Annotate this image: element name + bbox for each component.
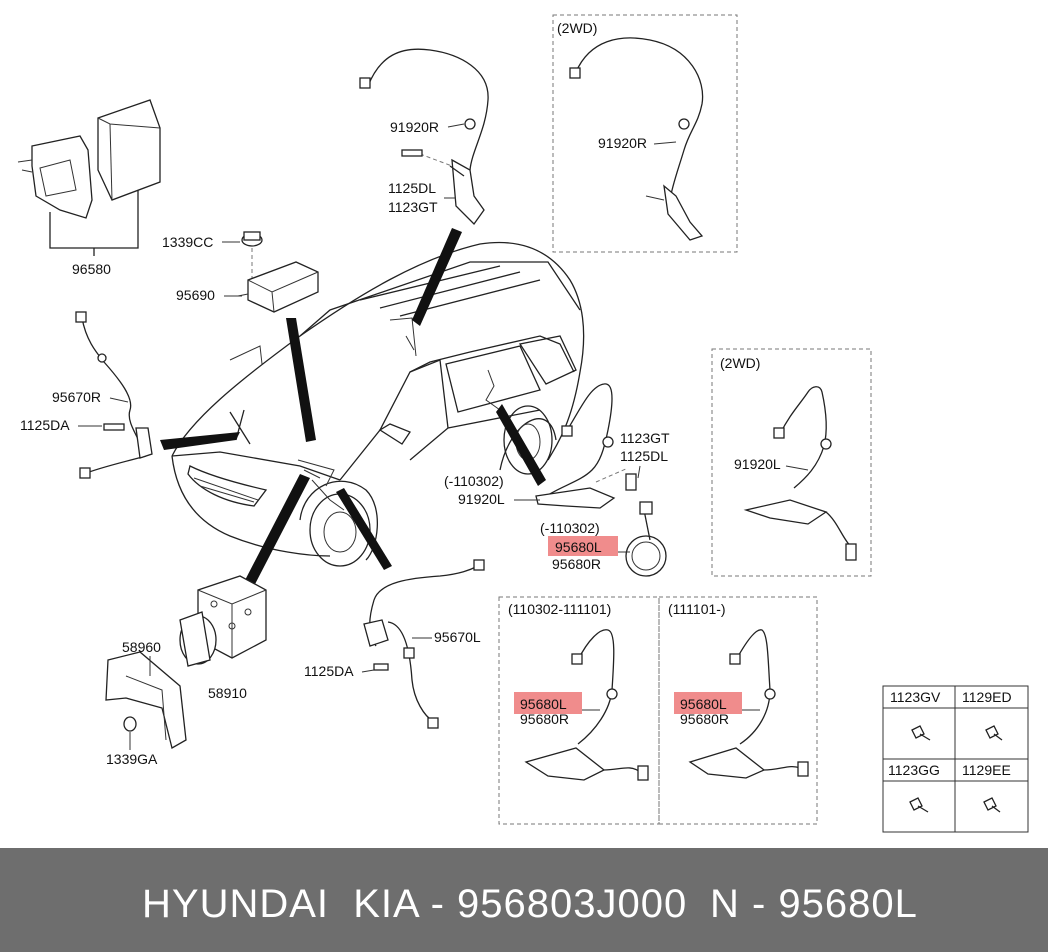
table-header-1123GV: 1123GV [890,689,941,705]
label-1125DA-bottom: 1125DA [304,663,354,679]
label-95680L-mid: 95680L [555,539,602,555]
inset-range-b-part-l: 95680L [680,696,727,712]
label-1339CC: 1339CC [162,234,213,250]
inset-range-b-title: (111101-) [668,601,726,617]
highlight-95680L-range-a [514,692,582,714]
label-1339GA: 1339GA [106,751,158,767]
inset-2wd-right [711,348,872,577]
label-1123GT-top: 1123GT [388,199,438,215]
inset-2wd-top-title: (2WD) [557,20,597,36]
label-58910: 58910 [208,685,247,701]
bolt-icon [909,797,929,813]
footer-bar: HYUNDAI KIA - 956803J000 N - 95680L [0,848,1048,952]
bolt-icon [983,797,1001,813]
parts-diagram: 96580 1339CC 95690 91920R 1125DL 1123GT … [17,14,1029,833]
label-1123GT-mid: 1123GT [620,430,670,446]
label-95670R: 95670R [52,389,101,405]
label-95680R-mid: 95680R [552,556,601,572]
label-1125DA-left: 1125DA [20,417,70,433]
label-1125DL-top: 1125DL [388,180,436,196]
label-date-110302-a: (-110302) [444,473,504,489]
label-95690: 95690 [176,287,215,303]
sensor-91920L-and-ring-95680 [535,383,667,577]
label-date-110302-b: (-110302) [540,520,600,536]
bracket-58960 [105,651,187,749]
label-91920R-top: 91920R [390,119,439,135]
footer-oem-code: N - 95680L [710,882,918,926]
inset-2wd-right-part: 91920L [734,456,781,472]
inset-range-b-part-r: 95680R [680,711,729,727]
table-header-1123GG: 1123GG [888,762,940,778]
sensor-95690 [237,231,319,313]
sensor-95670L [363,559,485,729]
table-header-1129ED: 1129ED [962,689,1012,705]
footer-part-number: HYUNDAI KIA - 956803J000 [142,882,688,926]
highlight-95680L-mid [548,536,618,556]
inset-range-a-part-r: 95680R [520,711,569,727]
sensor-cable-91920R-top [359,48,489,226]
highlight-95680L-range-b [674,692,742,714]
label-1125DL-mid: 1125DL [620,448,668,464]
label-95670L: 95670L [434,629,481,645]
ecu-module-96580 [17,99,161,256]
inset-2wd-top [552,14,738,253]
inset-range-a-title: (110302-111101) [508,601,611,617]
inset-2wd-right-title: (2WD) [720,355,760,371]
inset-range-a-part-l: 95680L [520,696,567,712]
sensor-95670R [75,311,153,479]
inset-range-a [498,596,660,825]
label-91920L-mid: 91920L [458,491,505,507]
bolt-icon [911,725,931,741]
inset-2wd-top-part: 91920R [598,135,647,151]
vehicle-outline [171,241,585,567]
label-58960: 58960 [122,639,161,655]
hecu-58910 [179,575,267,667]
table-header-1129EE: 1129EE [962,762,1011,778]
fastener-table [882,685,1029,833]
label-96580: 96580 [72,261,111,277]
inset-range-b [658,596,818,825]
bolt-icon [985,725,1003,741]
pointer-arrows [160,228,546,590]
